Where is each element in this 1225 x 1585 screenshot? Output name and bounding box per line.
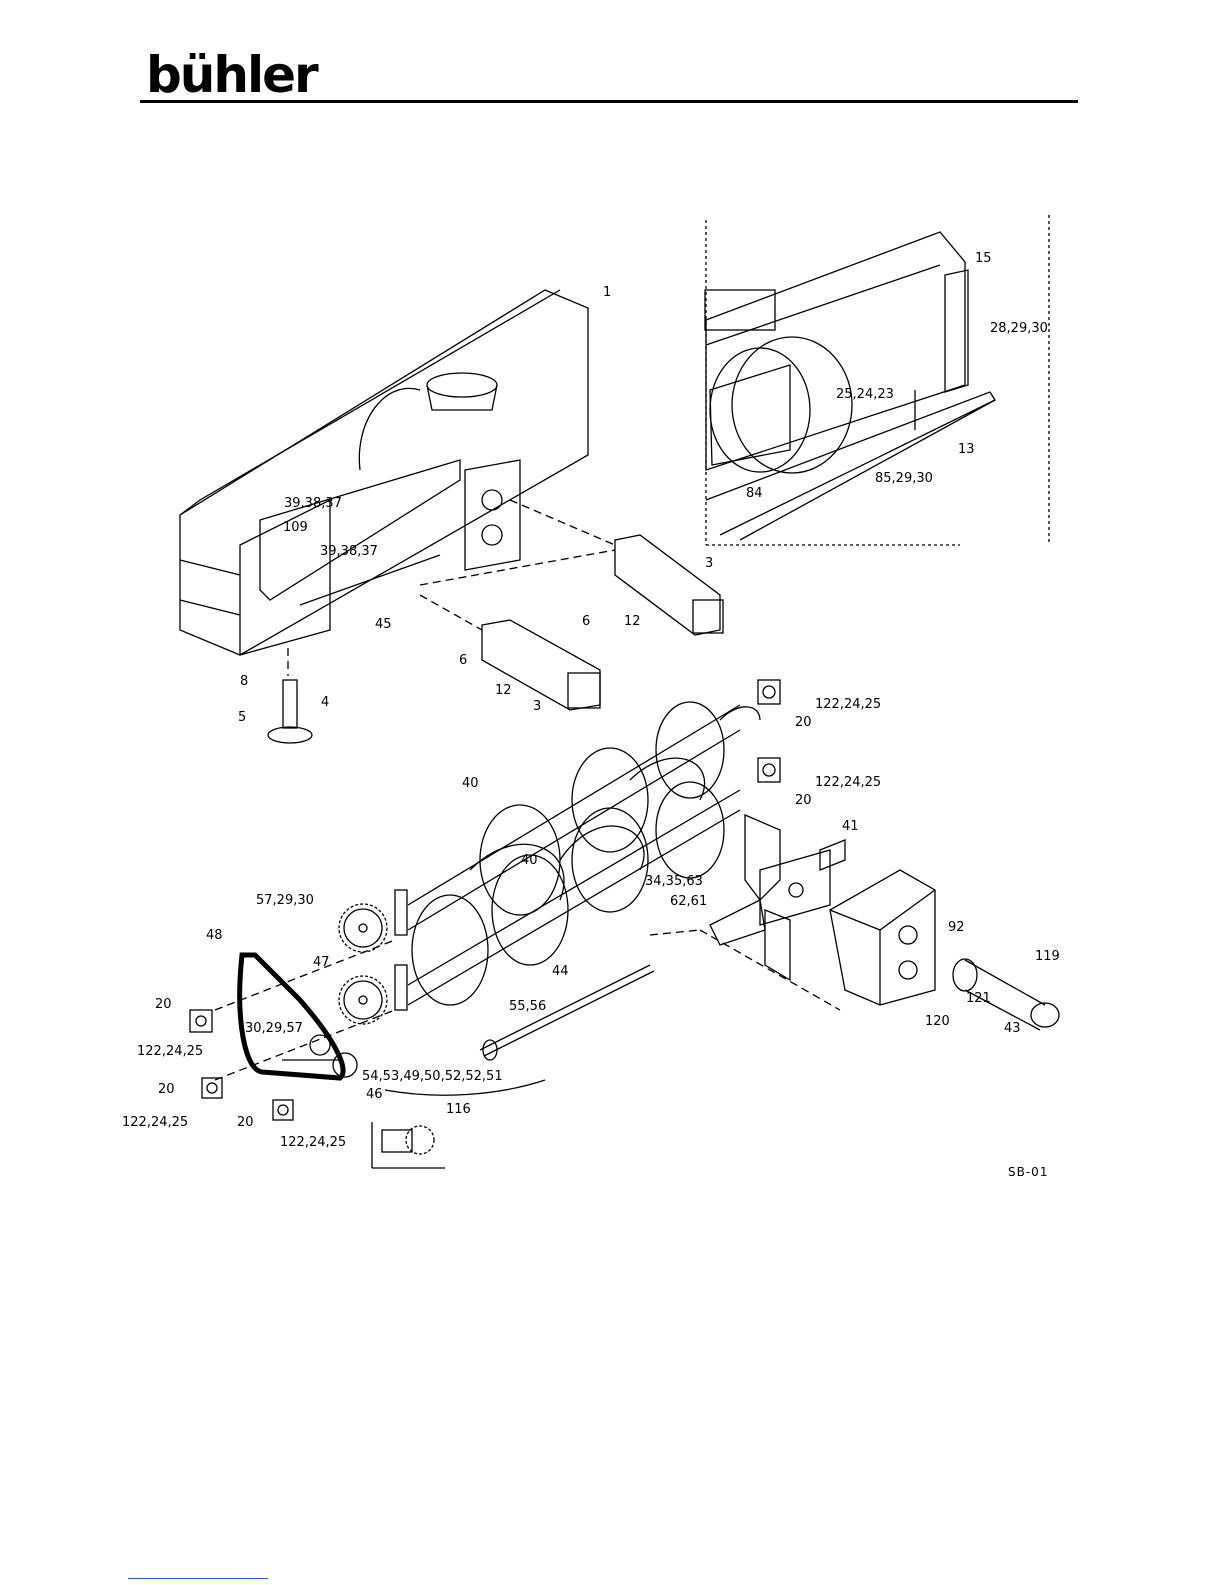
label-109: 109 <box>283 520 308 535</box>
label-55-56: 55,56 <box>509 999 546 1014</box>
label-12-lower: 12 <box>495 683 512 698</box>
label-122-24-25-e: 122,24,25 <box>280 1135 346 1150</box>
sprocket-lower <box>339 976 387 1024</box>
label-46: 46 <box>366 1087 383 1102</box>
label-122-24-25-a: 122,24,25 <box>815 697 881 712</box>
label-121: 121 <box>966 991 991 1006</box>
label-48: 48 <box>206 928 223 943</box>
label-47: 47 <box>313 955 330 970</box>
fan-impeller <box>710 815 845 980</box>
label-6-upper: 6 <box>582 614 590 629</box>
label-84: 84 <box>746 486 763 501</box>
label-54-53-49-50-52-52-51: 54,53,49,50,52,52,51 <box>362 1069 503 1084</box>
label-85-29-30: 85,29,30 <box>875 471 933 486</box>
label-12-upper: 12 <box>624 614 641 629</box>
label-41: 41 <box>842 819 859 834</box>
label-34-35-63: 34,35,63 <box>645 874 703 889</box>
label-20-e: 20 <box>237 1115 254 1130</box>
label-3-lower: 3 <box>533 699 541 714</box>
label-6-lower: 6 <box>459 653 467 668</box>
jack-stand <box>268 648 312 743</box>
label-122-24-25-c: 122,24,25 <box>137 1044 203 1059</box>
label-4: 4 <box>321 695 329 710</box>
gearbox <box>830 870 935 1005</box>
main-housing <box>180 290 588 655</box>
label-39-38-37-a: 39,38,37 <box>284 496 342 511</box>
sprocket-upper <box>339 904 387 952</box>
label-30-29-57: 30,29,57 <box>245 1021 303 1036</box>
label-39-38-37-b: 39,38,37 <box>320 544 378 559</box>
label-44: 44 <box>552 964 569 979</box>
label-116: 116 <box>446 1102 471 1117</box>
label-120: 120 <box>925 1014 950 1029</box>
label-119: 119 <box>1035 949 1060 964</box>
label-25-24-23: 25,24,23 <box>836 387 894 402</box>
label-5: 5 <box>238 710 246 725</box>
label-40-b: 40 <box>521 853 538 868</box>
label-122-24-25-b: 122,24,25 <box>815 775 881 790</box>
label-62-61: 62,61 <box>670 894 707 909</box>
drawing-code: SB-01 <box>1008 1165 1048 1179</box>
label-43: 43 <box>1004 1021 1021 1036</box>
label-20-b: 20 <box>795 793 812 808</box>
label-92: 92 <box>948 920 965 935</box>
label-13: 13 <box>958 442 975 457</box>
label-20-c: 20 <box>155 997 172 1012</box>
label-20-a: 20 <box>795 715 812 730</box>
label-28-29-30: 28,29,30 <box>990 321 1048 336</box>
label-15: 15 <box>975 251 992 266</box>
label-3-upper: 3 <box>705 556 713 571</box>
footnote-divider <box>128 1578 268 1579</box>
label-57-29-30: 57,29,30 <box>256 893 314 908</box>
label-45: 45 <box>375 617 392 632</box>
part-labels: 1 15 28,29,30 25,24,23 13 84 85,29,30 39… <box>122 251 1060 1150</box>
label-20-d: 20 <box>158 1082 175 1097</box>
label-40-a: 40 <box>462 776 479 791</box>
label-122-24-25-d: 122,24,25 <box>122 1115 188 1130</box>
label-8: 8 <box>240 674 248 689</box>
label-1: 1 <box>603 285 611 300</box>
